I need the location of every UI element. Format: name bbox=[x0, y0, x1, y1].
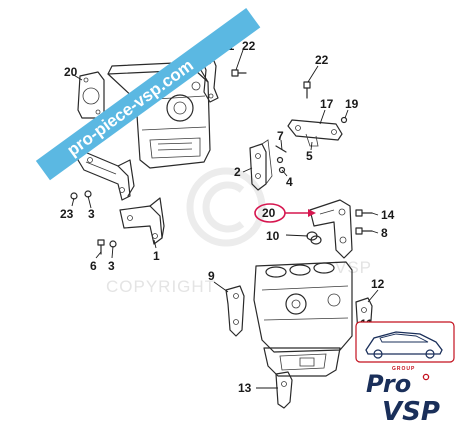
callout-3-upper: 3 bbox=[88, 207, 95, 221]
callout-10: 10 bbox=[266, 229, 280, 243]
callout-1: 1 bbox=[153, 249, 160, 263]
highlight-ring bbox=[254, 203, 286, 223]
part-22-bolt-left bbox=[231, 69, 247, 77]
callout-14: 14 bbox=[381, 208, 395, 222]
part-2-bracket bbox=[249, 139, 273, 191]
car-icon bbox=[365, 331, 443, 359]
callout-7: 7 bbox=[277, 129, 284, 143]
callout-2: 2 bbox=[234, 165, 241, 179]
engine-block-upper bbox=[107, 61, 211, 169]
website-banner: pro-piece-vsp.com bbox=[35, 8, 261, 181]
logo-group: GROUP bbox=[392, 366, 415, 372]
callout-22-right: 22 bbox=[315, 53, 329, 67]
part-19-nut bbox=[340, 116, 348, 124]
callout-3-lower: 3 bbox=[108, 259, 115, 273]
left-bracket-assembly bbox=[77, 149, 135, 201]
part-17-bracket bbox=[287, 119, 343, 147]
part-7-stud bbox=[275, 145, 287, 153]
logo-dot-icon bbox=[422, 373, 430, 381]
callout-20-upper: 20 bbox=[64, 65, 78, 79]
callout-17: 17 bbox=[320, 97, 334, 111]
copyright-tail: VSP bbox=[335, 258, 372, 277]
logo-pro: Pro bbox=[366, 370, 411, 398]
callout-20-highlighted: 20 bbox=[262, 206, 276, 220]
part-14-bolt bbox=[355, 209, 373, 217]
part-13-bracket bbox=[275, 371, 293, 409]
leader-lines bbox=[71, 49, 379, 389]
callout-5: 5 bbox=[306, 149, 313, 163]
part-20-upper bbox=[77, 71, 105, 119]
part-20-mount-bracket bbox=[309, 199, 353, 259]
callout-13: 13 bbox=[238, 381, 252, 395]
callout-23: 23 bbox=[60, 207, 74, 221]
provsp-logo: GROUP Pro VSP bbox=[355, 321, 455, 427]
fasteners-lower-left bbox=[70, 190, 117, 255]
part-8-bolt bbox=[355, 227, 373, 235]
callout-9: 9 bbox=[208, 269, 215, 283]
engine-block-lower bbox=[253, 261, 353, 377]
callout-8: 8 bbox=[381, 226, 388, 240]
copyright-watermark: COPYRIGHT VSP bbox=[106, 167, 372, 296]
callout-labels: 20 21 22 22 17 19 7 5 2 4 23 3 6 3 1 20 … bbox=[60, 39, 395, 395]
part-9-bracket bbox=[225, 285, 245, 337]
callout-12: 12 bbox=[371, 277, 385, 291]
logo-vsp: VSP bbox=[382, 397, 440, 427]
callout-4: 4 bbox=[286, 175, 293, 189]
part-4-washer bbox=[276, 156, 286, 174]
callout-19: 19 bbox=[345, 97, 359, 111]
part-22-bolt-right bbox=[303, 81, 311, 99]
copyright-text: COPYRIGHT bbox=[106, 277, 216, 296]
part-10-bushing bbox=[306, 231, 322, 245]
banner-text: pro-piece-vsp.com bbox=[64, 56, 197, 160]
part-1-bracket bbox=[119, 197, 165, 245]
callout-22-left: 22 bbox=[242, 39, 256, 53]
callout-6: 6 bbox=[90, 259, 97, 273]
